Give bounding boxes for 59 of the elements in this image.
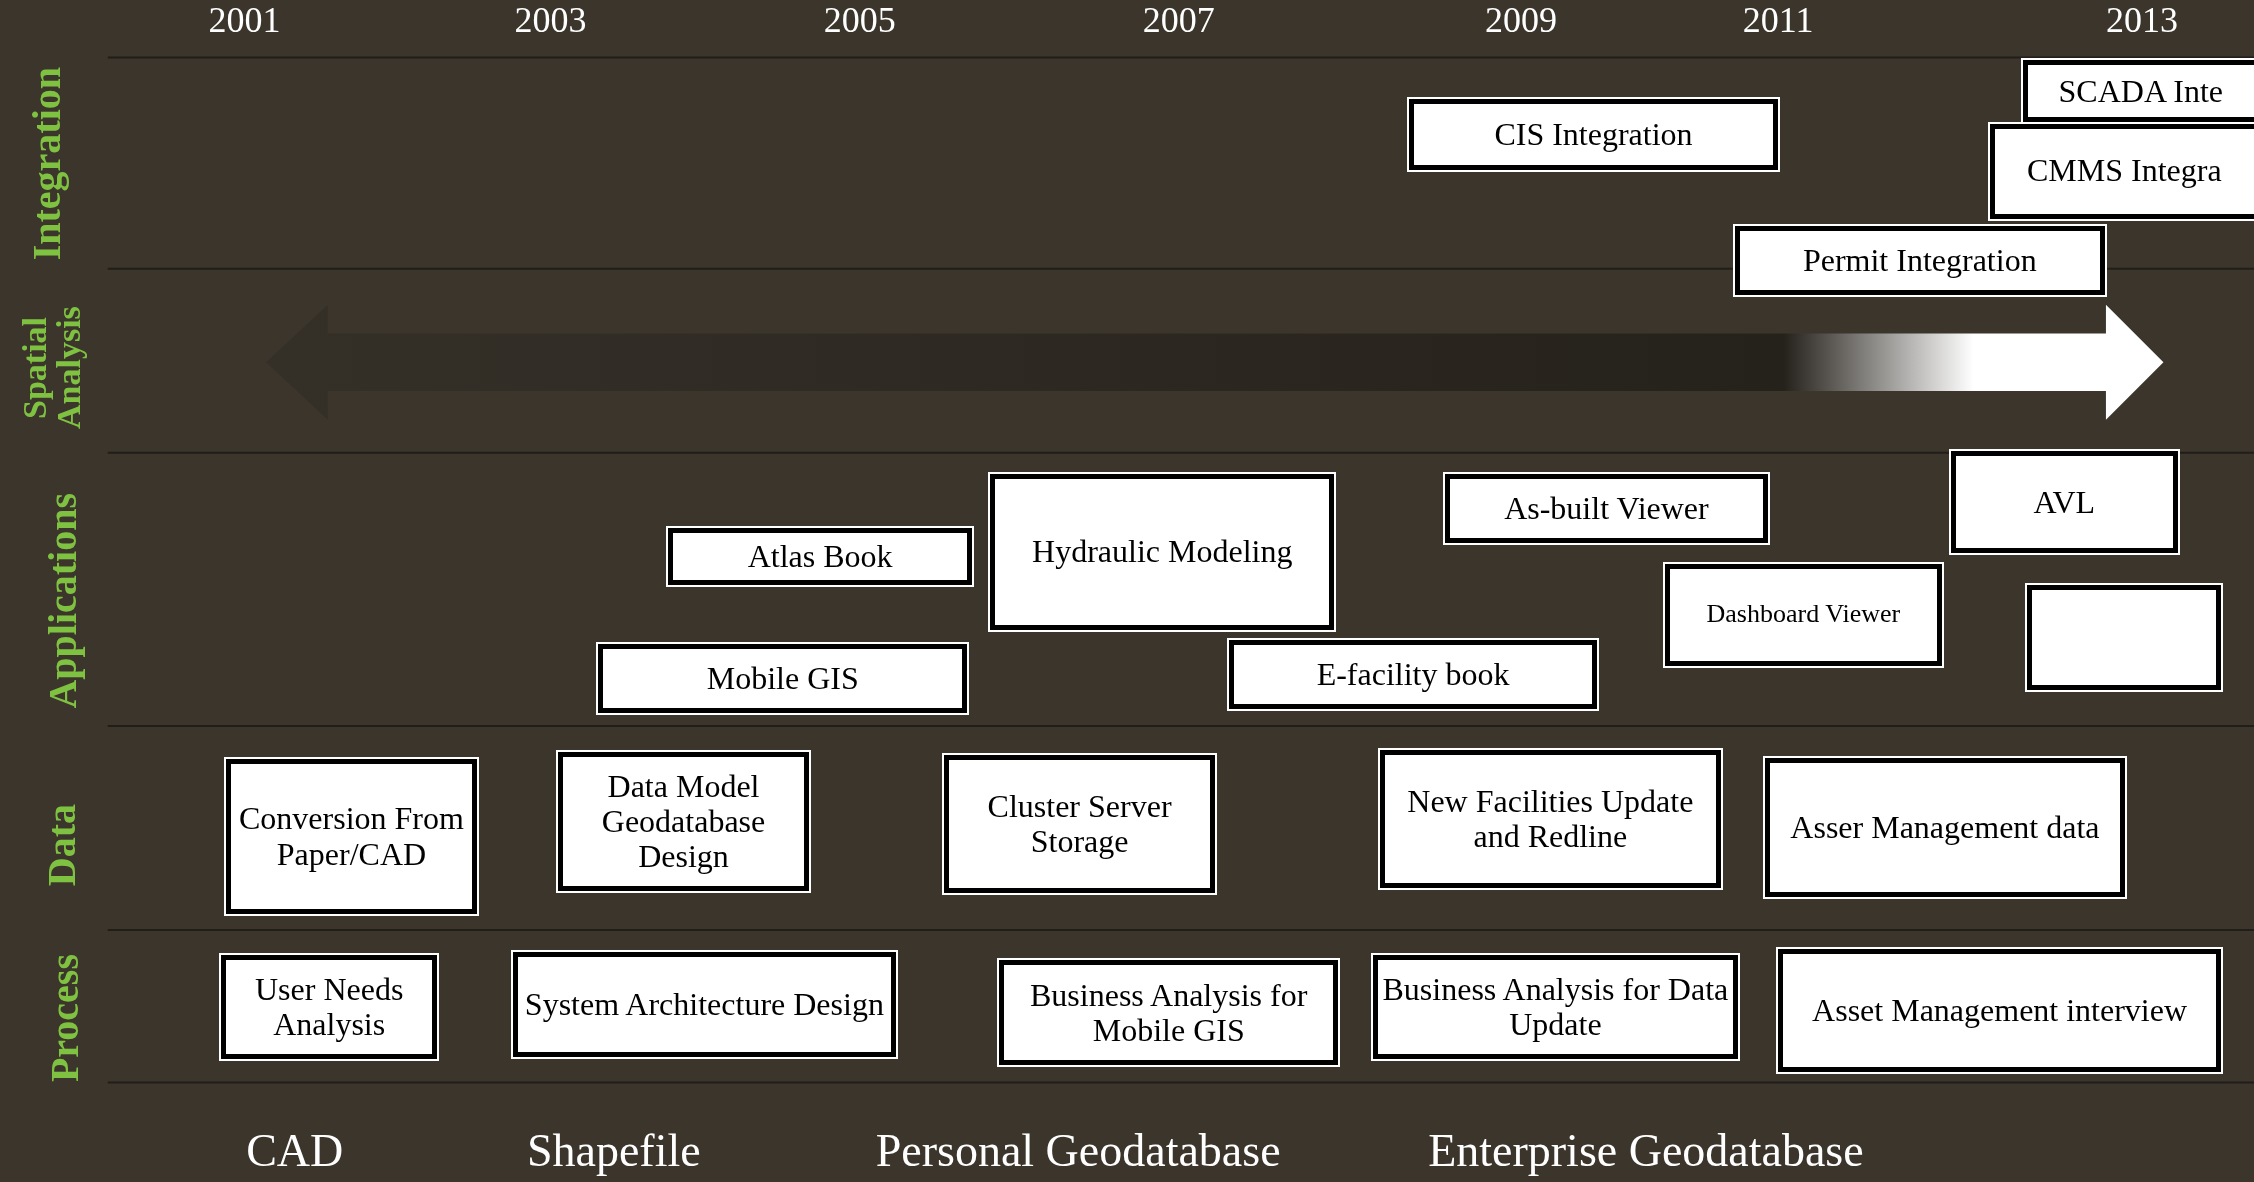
year-label: 2013 <box>2105 0 2178 43</box>
milestone-box <box>598 644 968 713</box>
milestone-box <box>1408 99 1779 170</box>
year-label: 2001 <box>208 0 281 43</box>
milestone-box <box>225 759 478 915</box>
milestone-box <box>1950 451 2178 554</box>
milestone-text: Business Analysis for Mobile GIS <box>1029 977 1309 1048</box>
year-label: 2011 <box>1742 0 1814 43</box>
milestone-box <box>1989 123 2254 219</box>
row-label: Spatial Analysis <box>17 305 86 432</box>
milestone-box <box>2022 60 2254 123</box>
milestone-box <box>1444 474 1769 544</box>
milestone-text: SCADA Inte <box>2058 73 2223 109</box>
milestone-box <box>999 960 1339 1066</box>
era-label: Personal Geodatabase <box>875 1123 1281 1178</box>
milestone-text: AVL <box>2033 484 2096 520</box>
milestone-text: Asset Management interview <box>1812 992 2188 1029</box>
year-label: 2009 <box>1484 0 1557 43</box>
milestone-text: New Facilities Update and Redline <box>1406 784 1695 855</box>
empty-box <box>2026 585 2221 690</box>
row-label: Data <box>41 804 82 887</box>
milestone-box <box>990 474 1334 630</box>
milestone-text: Dashboard Viewer <box>1706 600 1901 629</box>
era-label: Shapefile <box>526 1123 701 1178</box>
row-label: Integration <box>27 67 68 261</box>
era-label: Enterprise Geodatabase <box>1428 1123 1864 1178</box>
era-label: CAD <box>246 1123 344 1178</box>
milestone-text: Asser Management data <box>1790 809 2100 845</box>
milestone-box <box>1765 757 2125 897</box>
milestone-text: Cluster Server Storage <box>986 788 1173 859</box>
row-label: Process <box>44 953 85 1082</box>
milestone-box <box>557 751 810 892</box>
milestone-box <box>668 527 972 586</box>
milestone-text: Data Model Geodatabase Design <box>600 768 767 875</box>
milestone-box <box>944 754 1215 893</box>
milestone-text: As-built Viewer <box>1504 491 1709 527</box>
milestone-box <box>1372 954 1738 1060</box>
milestone-text: CIS Integration <box>1494 116 1693 152</box>
year-label: 2005 <box>823 0 896 43</box>
milestone-box <box>221 954 437 1060</box>
milestone-text: Business Analysis for Data Update <box>1381 971 1729 1043</box>
year-label: 2007 <box>1142 0 1215 43</box>
milestone-text: Permit Integration <box>1802 242 2037 278</box>
milestone-text: Hydraulic Modeling <box>1032 534 1293 570</box>
milestone-text: Mobile GIS <box>706 660 859 697</box>
milestone-box <box>1778 948 2221 1073</box>
milestone-text: Atlas Book <box>747 538 893 574</box>
milestone-box <box>513 951 896 1057</box>
milestone-box <box>1664 563 1943 666</box>
milestone-box <box>1229 639 1598 709</box>
year-label: 2003 <box>514 0 587 43</box>
milestone-text: CMMS Integra <box>2026 153 2222 189</box>
milestone-text: System Architecture Design <box>524 986 884 1022</box>
row-label: Applications <box>43 493 84 709</box>
milestone-box <box>1380 750 1721 889</box>
milestone-text: E-facility book <box>1316 656 1510 692</box>
milestone-box <box>1735 225 2105 295</box>
milestone-text: Conversion From Paper/CAD <box>238 801 465 872</box>
milestone-text: User Needs Analysis <box>254 971 405 1043</box>
